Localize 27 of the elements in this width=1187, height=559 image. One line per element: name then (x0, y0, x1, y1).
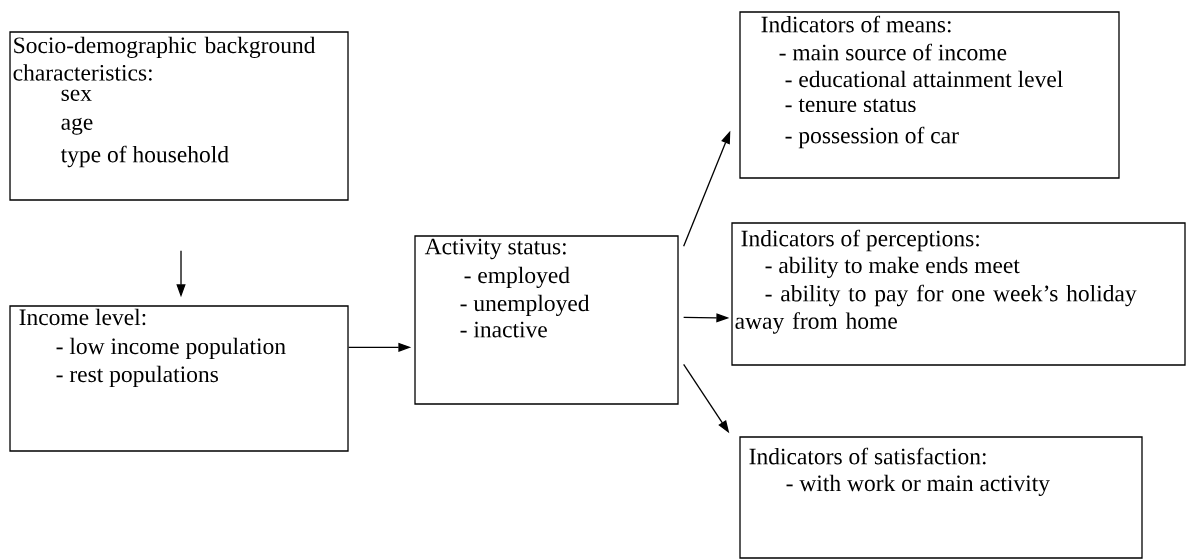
list-item: - with work or main activity (786, 474, 1050, 496)
list-item: type of household (60, 145, 229, 168)
list-item: - educational attainment level (785, 70, 1063, 88)
heading-text: Income level: (19, 308, 146, 326)
text-box (739, 436, 1143, 559)
heading-text: Activity status: (424, 238, 566, 260)
list-item: age (61, 117, 93, 135)
list-item: - tenure status (785, 98, 916, 113)
heading-text: Indicators of perceptions: (741, 229, 979, 252)
list-item: - main source of income (779, 43, 1007, 61)
list-item: - rest populations (56, 365, 218, 387)
list-item: - unemployed (460, 294, 590, 316)
heading-text: Indicators of satisfaction: (749, 447, 986, 465)
text-box (414, 235, 679, 405)
heading-text: Indicators of means: (761, 15, 951, 33)
heading-text: Socio-demographic background characteristics: (13, 36, 316, 81)
list-item: - inactive (460, 321, 547, 338)
text-box (9, 31, 349, 201)
list-item: - employed (464, 266, 570, 288)
list-item: sex (61, 89, 92, 101)
list-item: - low income population (56, 337, 286, 359)
text-box (731, 222, 1186, 366)
list-item: - ability to pay for one week’s holiday away from home (735, 284, 1137, 334)
list-item: - possession of car (785, 126, 959, 149)
list-item: - ability to make ends meet (765, 256, 1020, 278)
text-box (9, 305, 349, 452)
text-box (739, 11, 1120, 179)
